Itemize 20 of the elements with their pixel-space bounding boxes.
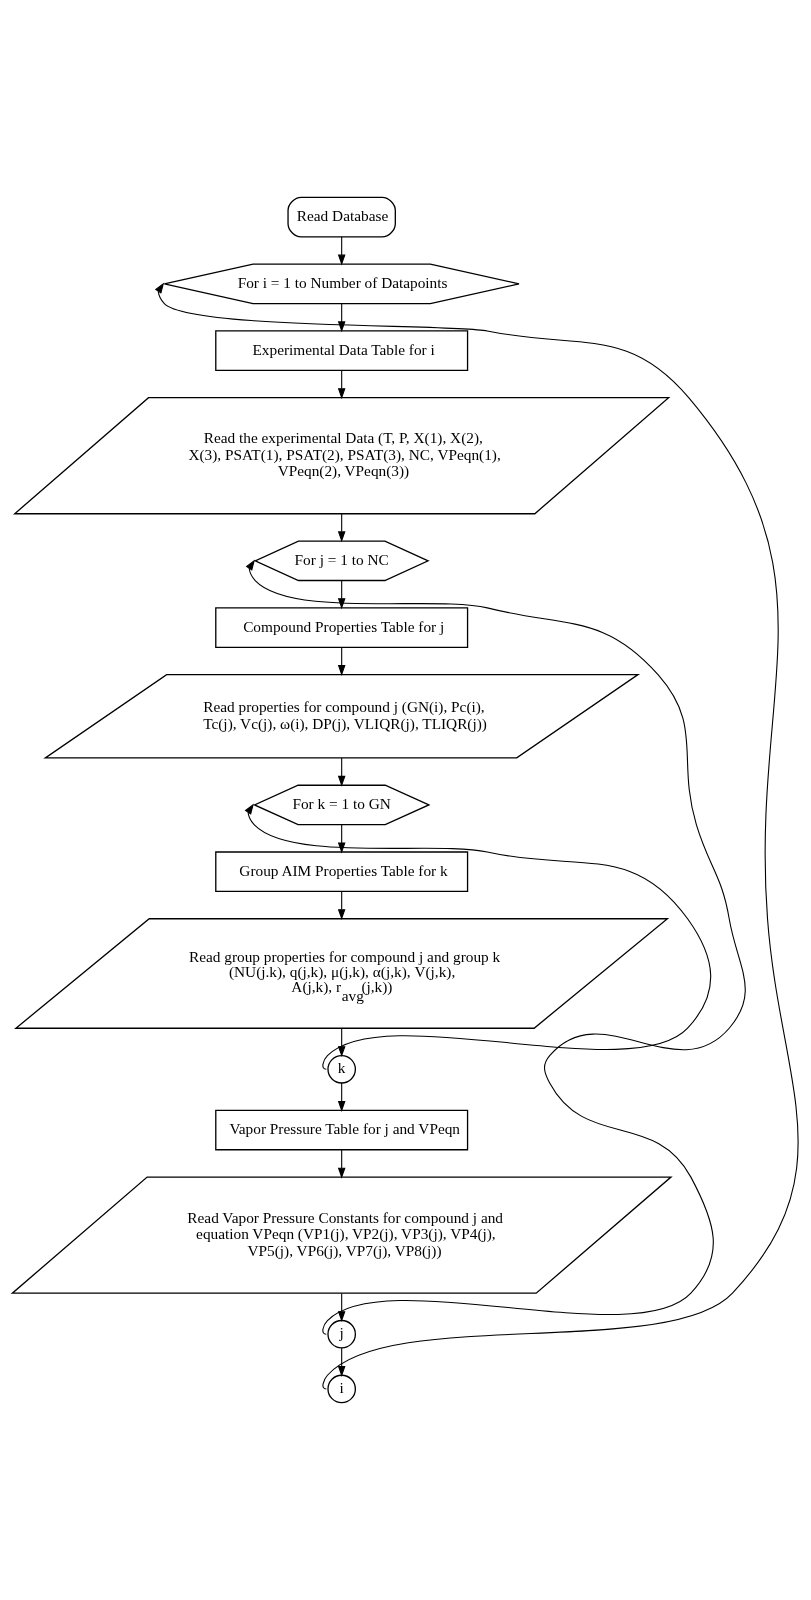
arrow bbox=[337, 236, 346, 266]
arrow bbox=[337, 1082, 346, 1112]
arrow bbox=[337, 646, 346, 677]
node-box: Vapor Pressure Table for j and VPeqn bbox=[215, 1109, 469, 1151]
arrow bbox=[245, 559, 746, 1335]
arrow bbox=[337, 1149, 346, 1179]
node-circle: k bbox=[327, 1054, 356, 1084]
arrow bbox=[337, 1347, 346, 1377]
node-box: Read Database bbox=[287, 196, 396, 238]
arrow bbox=[337, 824, 346, 854]
node-circle: i bbox=[327, 1374, 356, 1404]
arrow bbox=[154, 282, 799, 1390]
arrow bbox=[337, 580, 346, 610]
arrow bbox=[244, 803, 712, 1070]
node-box: Group AIM Properties Table for k bbox=[215, 851, 469, 893]
arrow bbox=[337, 757, 346, 787]
arrow bbox=[337, 303, 346, 333]
node-box: Experimental Data Table for i bbox=[215, 330, 469, 371]
node-box: Compound Properties Table for j bbox=[215, 607, 469, 648]
node-circle: j bbox=[327, 1319, 356, 1349]
